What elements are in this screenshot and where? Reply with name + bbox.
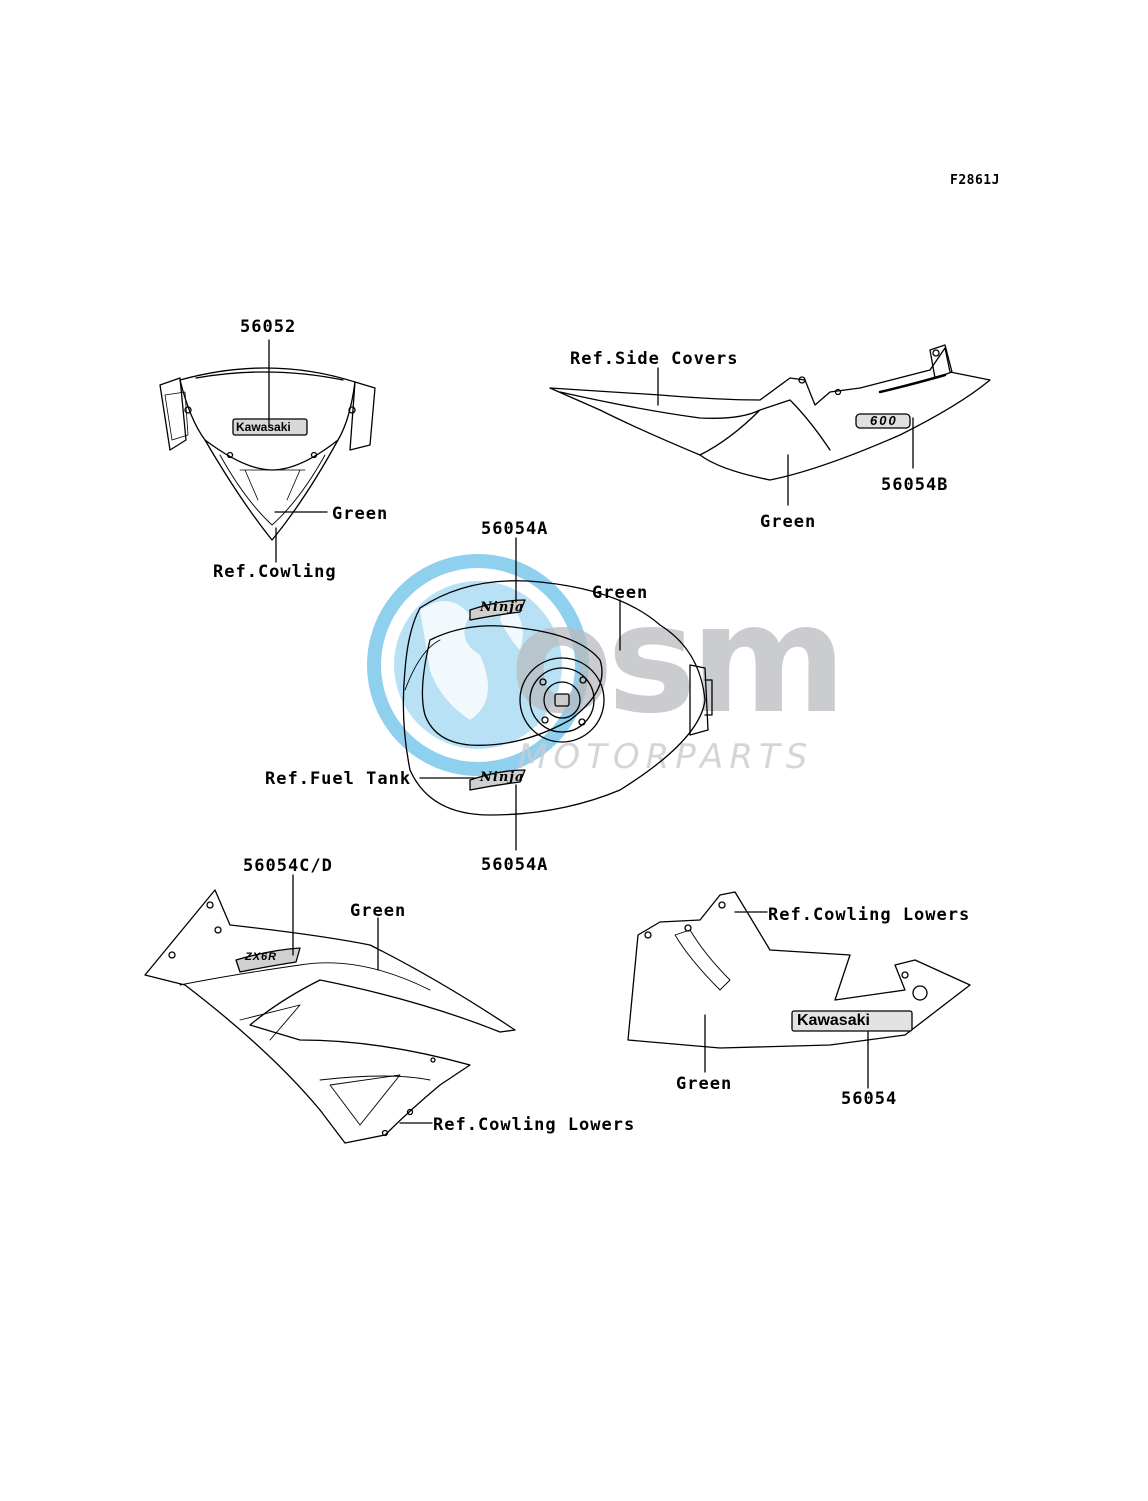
figure-code: F2861J [950,173,1000,188]
upper-cowl-part-number: 56052 [240,317,297,337]
watermark-sub-text: MOTORPARTS [518,737,814,777]
tank-part-number-bottom: 56054A [481,855,549,875]
lower-cowl-drawing [627,891,971,1089]
side-cowl-ref-label: Ref.Cowling Lowers [433,1115,636,1135]
side-cowl-model-decal: ZX6R [245,951,278,963]
tank-ninja-decal-bottom: Ninja [480,770,525,785]
side-cowl-part-number: 56054C/D [243,856,333,876]
lower-cowl-part-number: 56054 [841,1089,898,1109]
lower-cowl-ref-label: Ref.Cowling Lowers [768,905,971,925]
lower-cowl-kawasaki-decal: Kawasaki [797,1012,870,1029]
watermark-logo-text: osm [510,573,847,747]
seat-part-number: 56054B [881,475,949,495]
tank-ninja-decal-top: Ninja [480,600,525,615]
upper-cowl-drawing [159,339,376,563]
side-cowl-drawing [144,874,516,1144]
fuel-tank-drawing [402,537,713,851]
seat-color-label: Green [760,512,817,532]
side-cowl-color-label: Green [350,901,407,921]
upper-cowl-color-label: Green [332,504,389,524]
seat-cowl-drawing [549,344,991,506]
seat-badge-decal: 600 [870,413,898,428]
upper-cowl-ref-label: Ref.Cowling [213,562,337,582]
seat-ref-label: Ref.Side Covers [570,349,739,369]
tank-ref-label: Ref.Fuel Tank [265,769,412,789]
tank-part-number-top: 56054A [481,519,549,539]
lower-cowl-color-label: Green [676,1074,733,1094]
upper-cowl-kawasaki-decal: Kawasaki [236,420,291,434]
tank-color-label: Green [592,583,649,603]
